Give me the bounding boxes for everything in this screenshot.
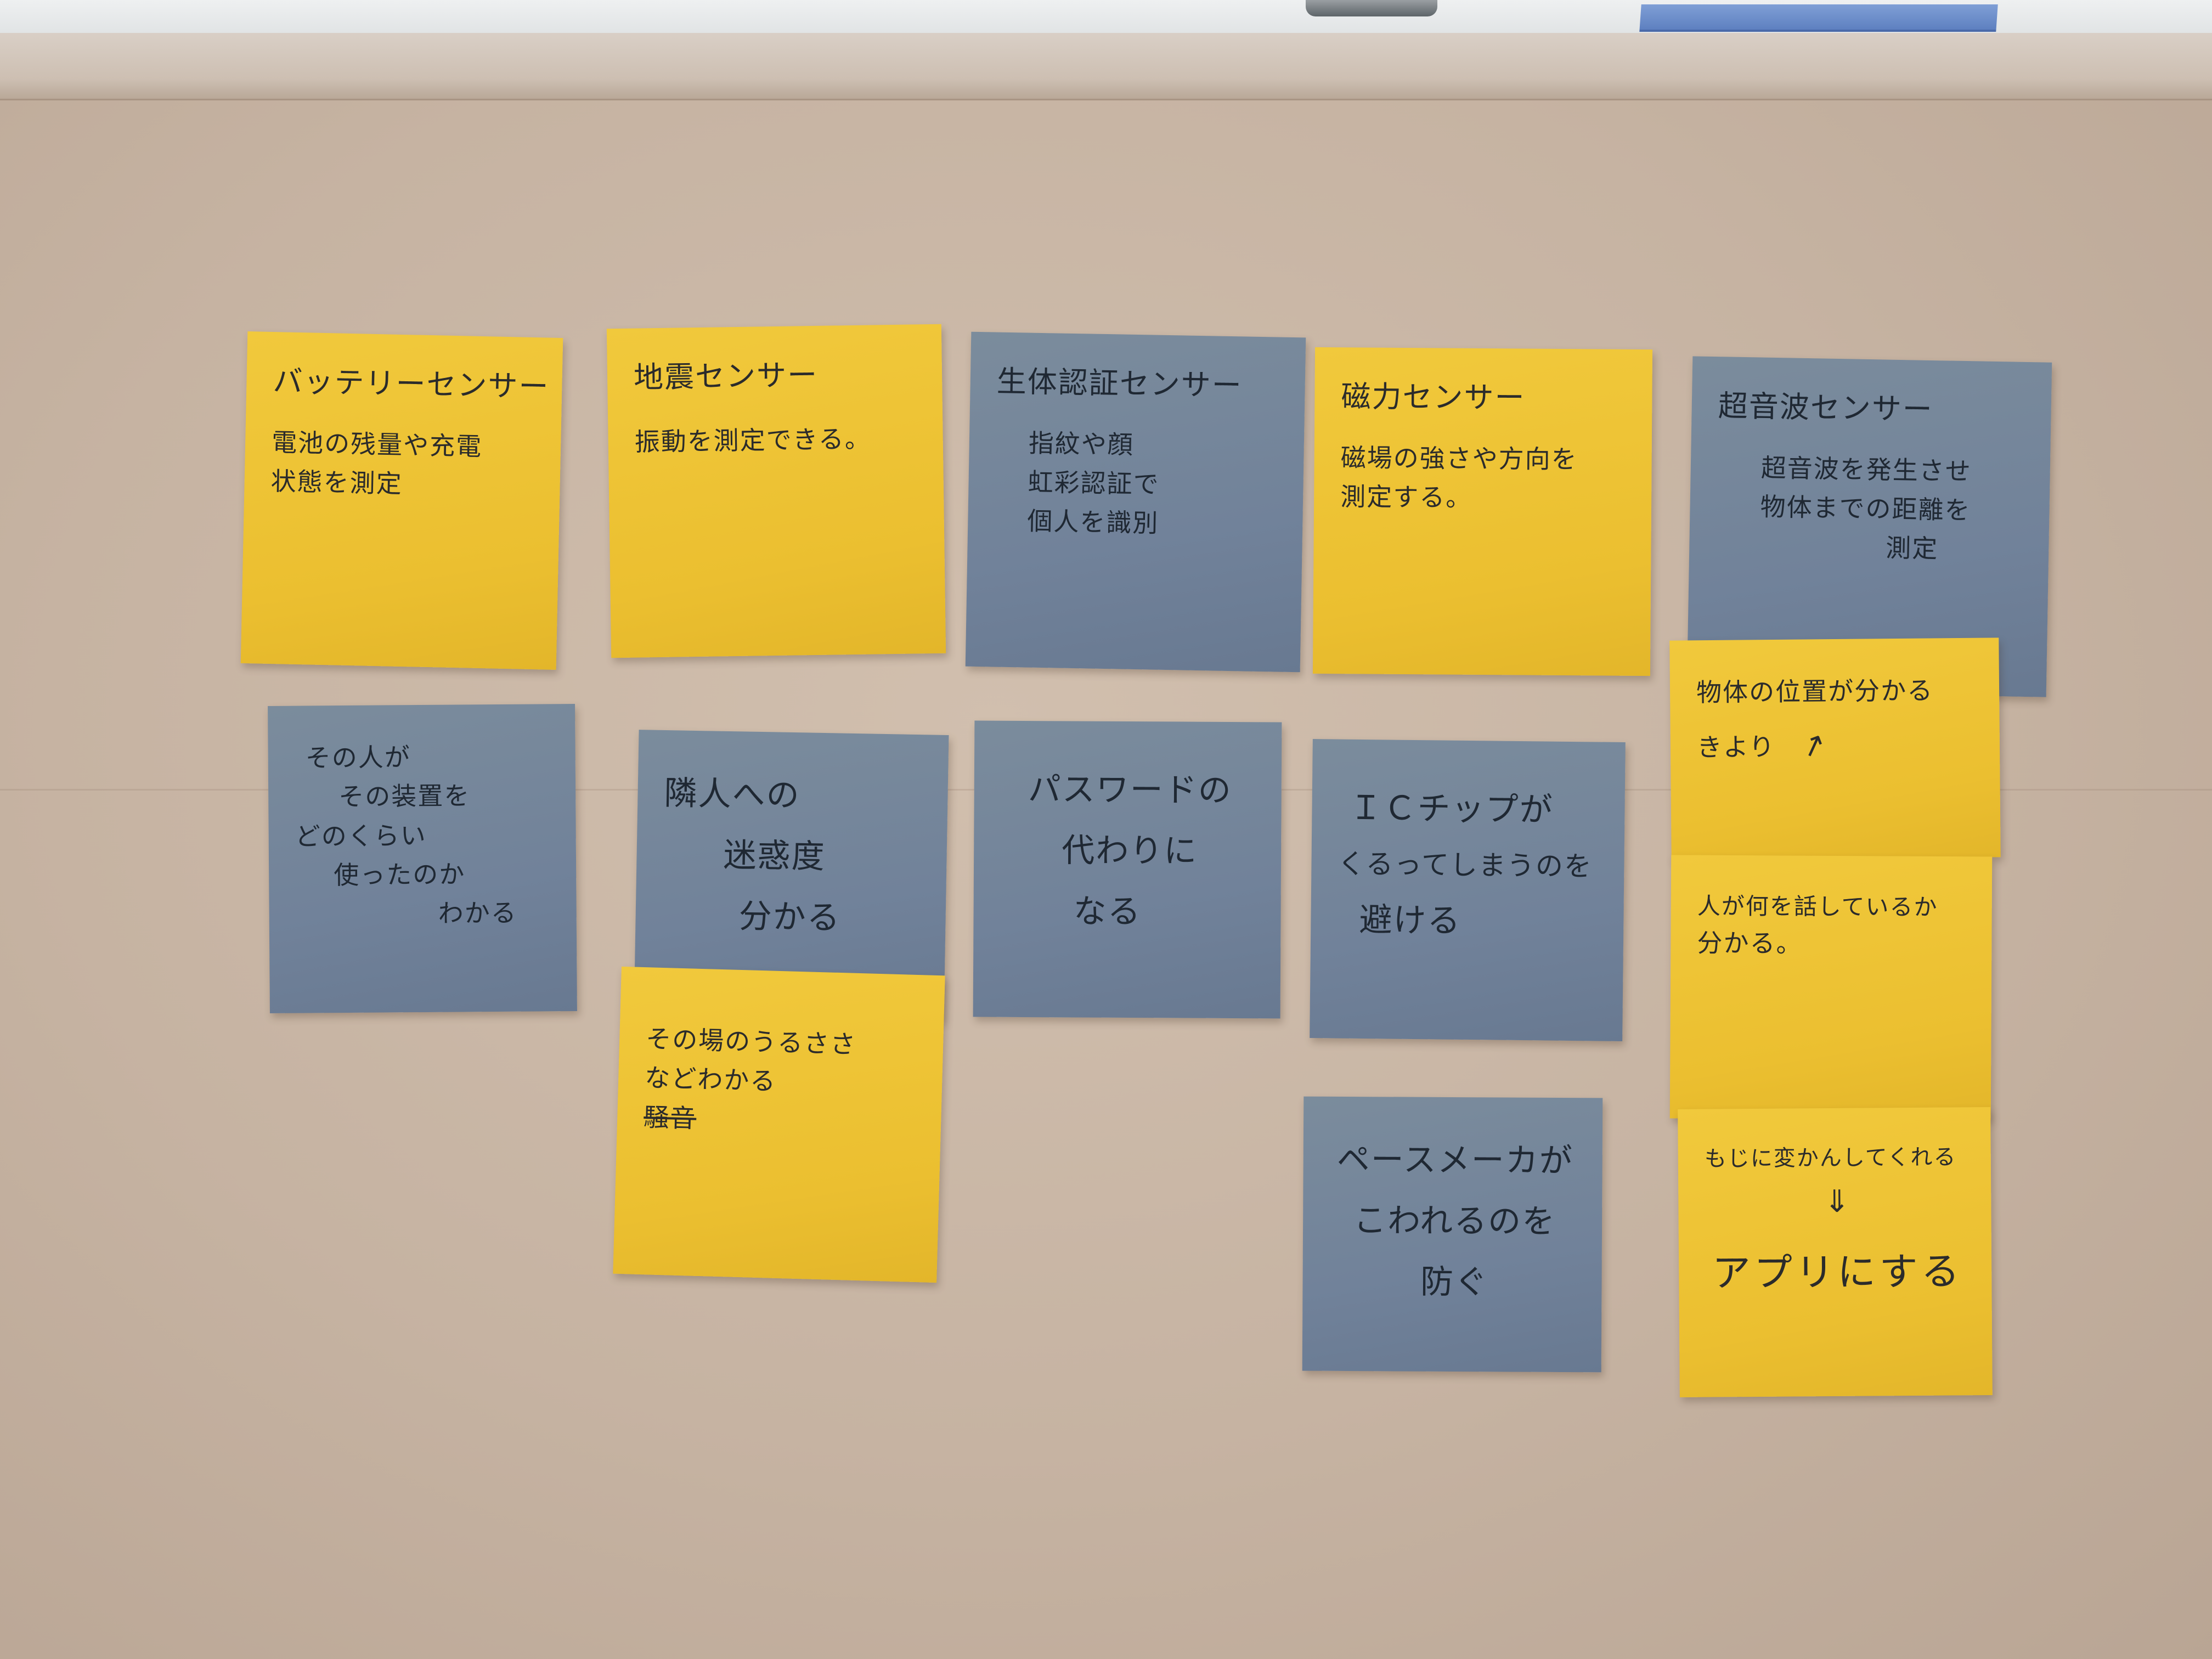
sticky-note-usage: その人が その装置を どのくらい 使ったのか わかる	[268, 704, 577, 1013]
sticky-note-biometric-sensor: 生体認証センサー 指紋や顔 虹彩認証で 個人を識別	[965, 331, 1306, 673]
note-line: 分かる	[738, 897, 842, 938]
note-line: その人が	[305, 742, 411, 773]
note-line: 振動を測定できる。	[634, 424, 872, 457]
note-line: 磁場の強さや方向を	[1340, 442, 1578, 474]
note-line: 迷惑度	[723, 836, 826, 877]
note-title: 地震センサー	[633, 357, 819, 395]
note-line: もじに変かんしてくれる	[1704, 1144, 1957, 1172]
note-line: わかる	[438, 898, 517, 928]
note-line: 使ったのか	[334, 859, 466, 890]
note-line: 個人を識別	[1026, 506, 1159, 539]
note-line: 測定する。	[1340, 482, 1472, 512]
note-line: などわかる	[644, 1063, 777, 1097]
note-line: どのくらい	[295, 820, 427, 851]
note-line: 測定	[1885, 533, 1939, 564]
arrow-up-right-icon: ↗	[1796, 724, 1832, 766]
note-line: 指紋や顔	[1028, 428, 1135, 460]
note-line: 電池の残量や充電	[271, 427, 483, 461]
note-line: ペースメーカが	[1336, 1140, 1573, 1181]
note-line: 物体の位置が分かる	[1696, 675, 1934, 708]
note-title: 超音波センサー	[1718, 388, 1934, 427]
sticky-note-ic-chip: ＩＣチップが くるってしまうのを 避ける	[1310, 739, 1626, 1041]
board-top-rail	[0, 33, 2212, 100]
sticky-note-app: もじに変かんしてくれる ⇓ アプリにする	[1678, 1107, 1993, 1397]
note-line: 避ける	[1359, 900, 1462, 940]
sticky-note-object-position: 物体の位置が分かる きより ↗	[1669, 637, 2001, 860]
note-line: 状態を測定	[270, 466, 403, 499]
blue-book	[1639, 4, 1998, 32]
note-line: 虹彩認証で	[1028, 467, 1160, 499]
note-line: 騒音	[643, 1102, 697, 1133]
note-line: 超音波を発生させ	[1760, 453, 1972, 486]
arrow-down-icon: ⇓	[1824, 1183, 1850, 1220]
note-title: バッテリーセンサー	[272, 364, 550, 404]
note-line: くるってしまうのを	[1338, 848, 1593, 883]
note-line: きより ↗	[1697, 721, 1978, 769]
note-line: その装置を	[338, 781, 471, 812]
note-line: 代わりに	[1061, 831, 1198, 871]
note-line: なる	[1073, 892, 1142, 932]
note-line-text: きより	[1696, 732, 1776, 763]
note-title: 磁力センサー	[1341, 379, 1526, 415]
note-line: パスワードの	[1028, 770, 1232, 810]
sticky-note-battery-sensor: バッテリーセンサー 電池の残量や充電 状態を測定	[240, 331, 563, 670]
note-line: アプリにする	[1712, 1249, 1963, 1296]
sticky-note-pacemaker: ペースメーカが こわれるのを 防ぐ	[1302, 1096, 1603, 1373]
note-line: ＩＣチップが	[1349, 788, 1554, 830]
note-line: 物体までの距離を	[1760, 492, 1972, 526]
note-line: 防ぐ	[1420, 1262, 1489, 1302]
sticky-note-conversation: 人が何を話しているか 分かる。	[1669, 855, 1993, 1120]
note-line: 分かる。	[1697, 928, 1803, 958]
window-object	[1306, 0, 1437, 16]
note-title: 生体認証センサー	[996, 364, 1243, 403]
sticky-note-earthquake-sensor: 地震センサー 振動を測定できる。	[606, 324, 946, 658]
sticky-note-noise-level: その場のうるささ などわかる 騒音	[613, 966, 945, 1283]
note-line: 人が何を話しているか	[1697, 892, 1938, 921]
note-line: 隣人への	[663, 774, 801, 815]
sticky-note-password: パスワードの 代わりに なる	[973, 720, 1282, 1019]
sticky-note-magnetic-sensor: 磁力センサー 磁場の強さや方向を 測定する。	[1312, 347, 1653, 676]
note-line: こわれるのを	[1353, 1201, 1556, 1241]
